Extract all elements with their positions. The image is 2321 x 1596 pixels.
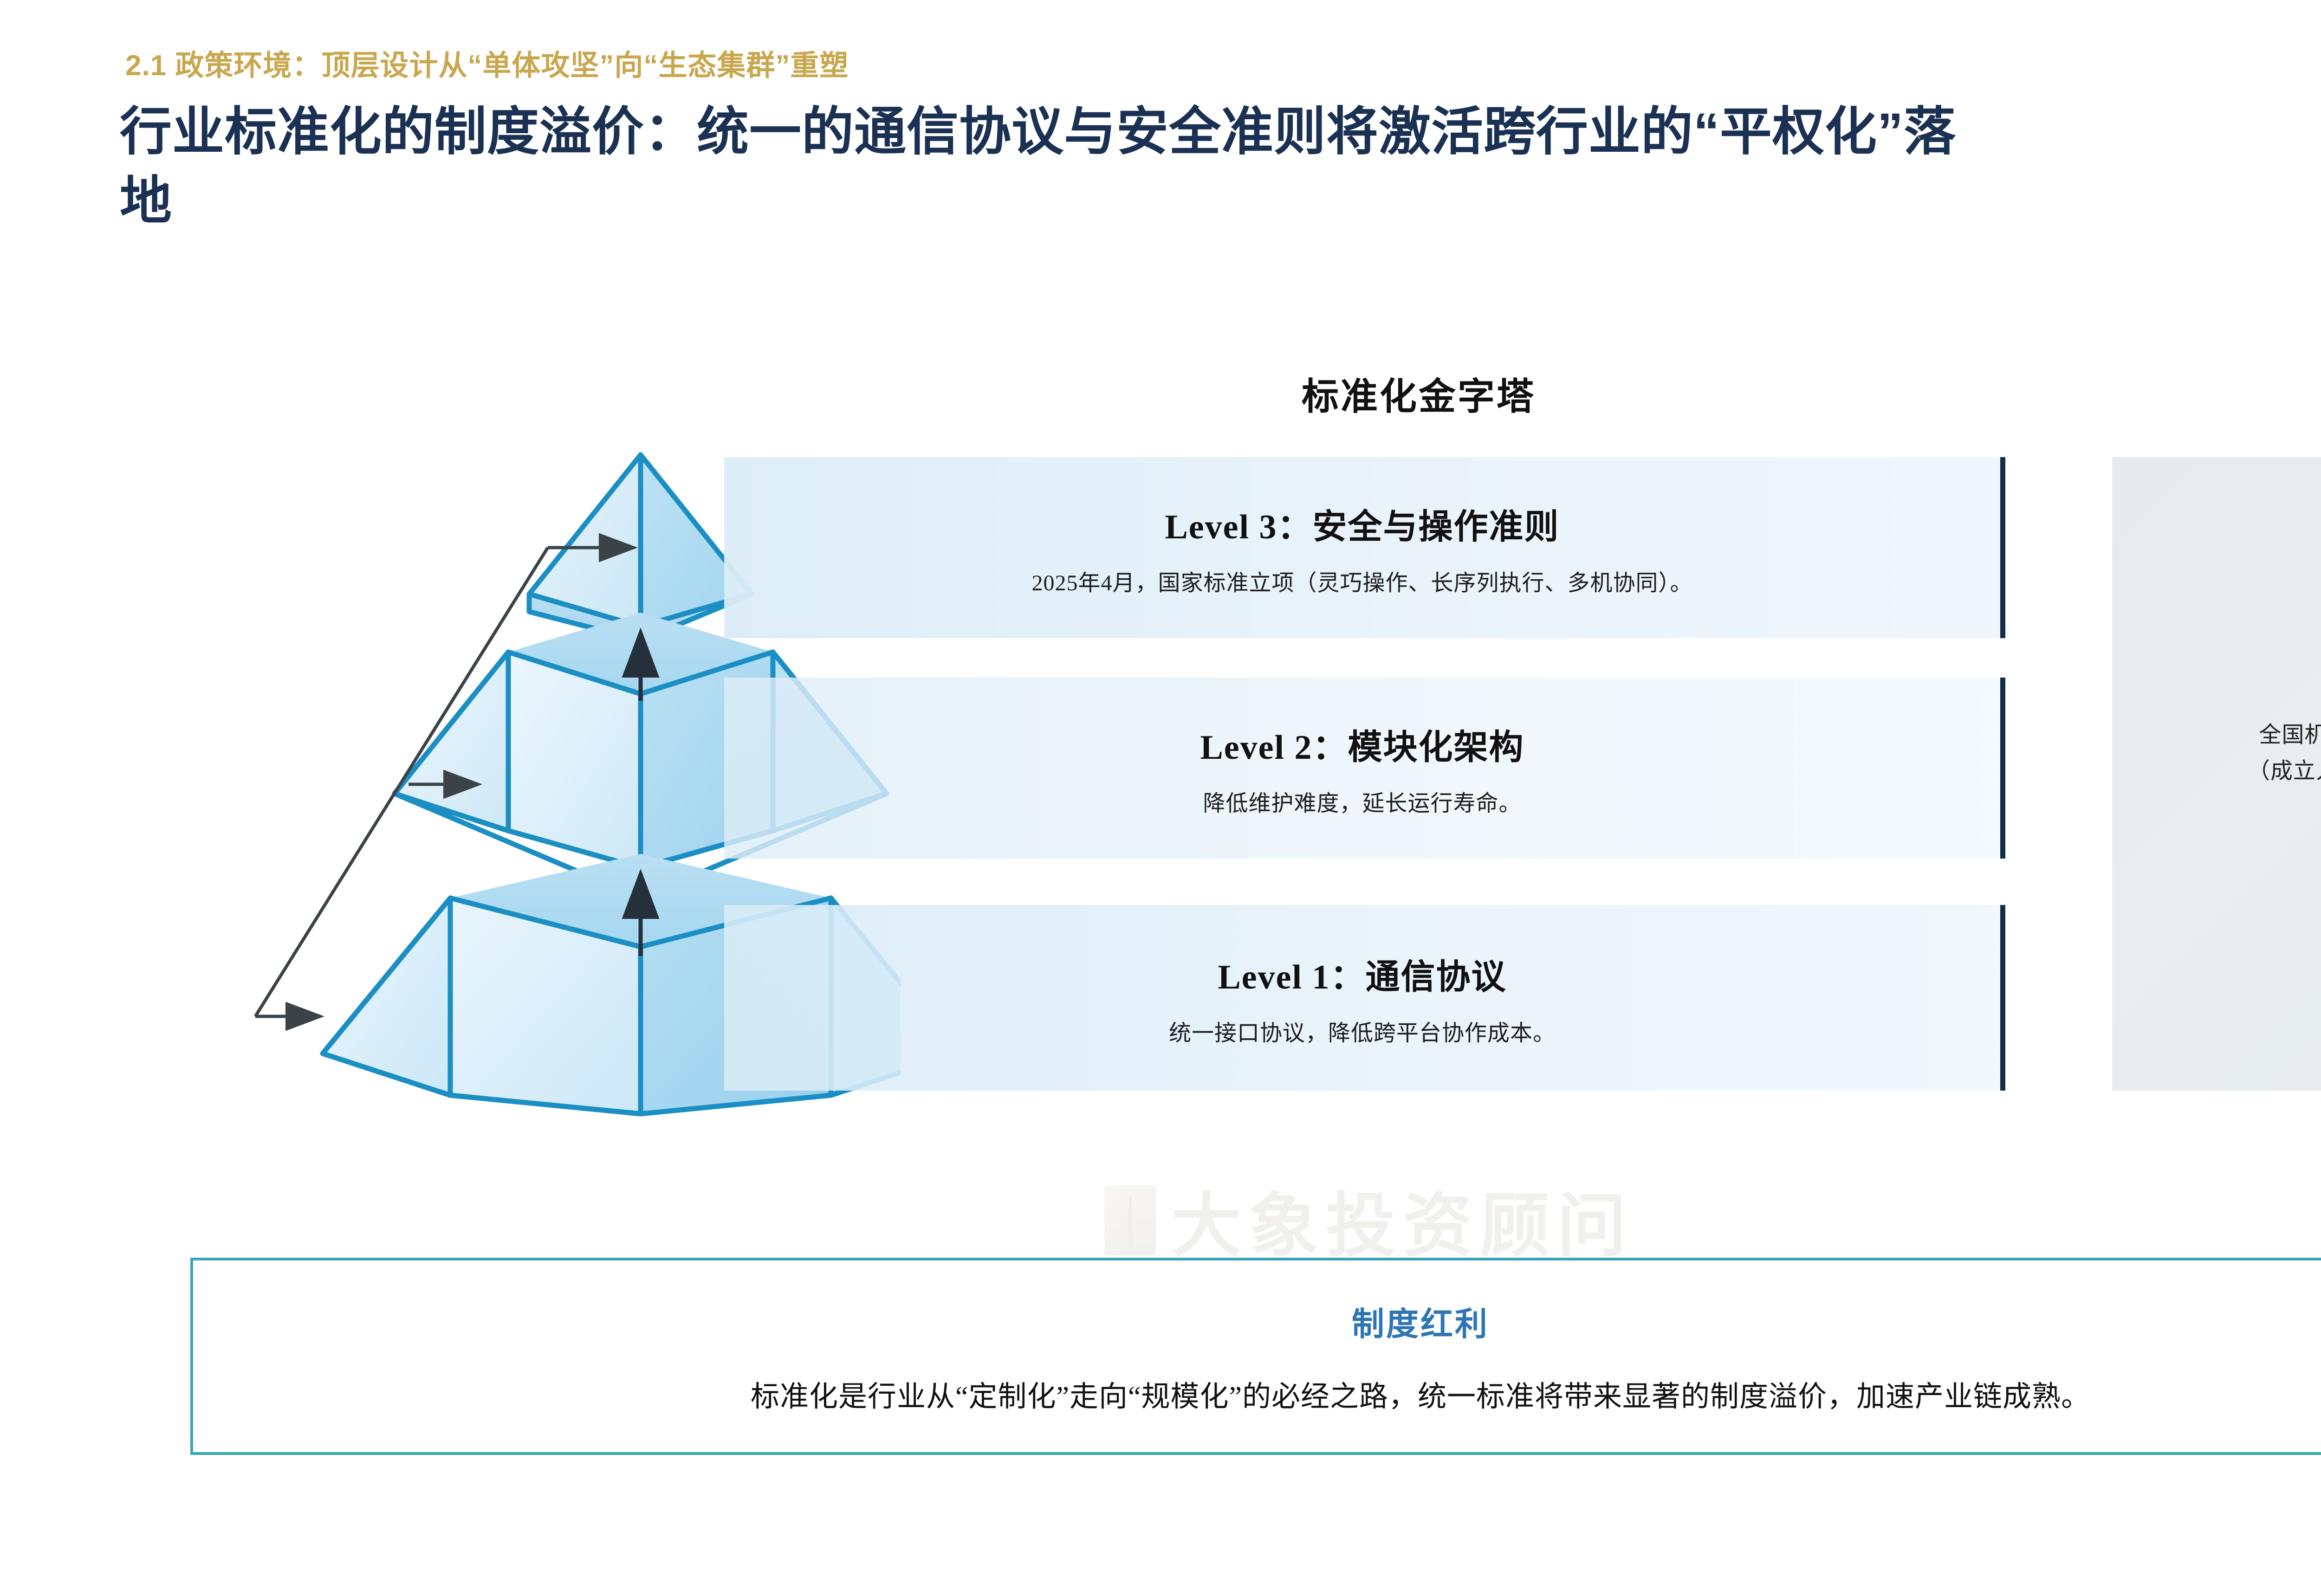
- level-2-title: Level 2：模块化架构: [1200, 728, 1524, 767]
- institutional-dividend-callout: 制度红利 标准化是行业从“定制化”走向“规模化”的必经之路，统一标准将带来显著的…: [190, 1258, 2321, 1455]
- governance-line-1: 全国机器人标准化技术委员会: [2259, 723, 2321, 747]
- pyramid-level-2-band: Level 2：模块化架构 降低维护难度，延长运行寿命。: [724, 678, 2005, 859]
- level-3-description: 2025年4月，国家标准立项（灵巧操作、长序列执行、多机协同）。: [1031, 570, 1693, 595]
- level-2-description: 降低维护难度，延长运行寿命。: [1203, 791, 1522, 816]
- governance-line-2: （成立人形机器人标准工作组）: [2247, 758, 2321, 783]
- level-1-description: 统一接口协议，降低跨平台协作成本。: [1168, 1021, 1556, 1046]
- governance-panel: 治理主体 全国机器人标准化技术委员会 （成立人形机器人标准工作组）: [2112, 457, 2321, 1091]
- governance-body: 全国机器人标准化技术委员会 （成立人形机器人标准工作组）: [2248, 717, 2321, 789]
- pyramid-chart-title: 标准化金字塔: [1302, 377, 1536, 418]
- level-1-title: Level 1：通信协议: [1218, 958, 1507, 996]
- watermark: 大象投资顾问: [1105, 1170, 1634, 1270]
- callout-title: 制度红利: [1352, 1307, 1489, 1343]
- standardization-pyramid-diagram: 大象投资顾问: [0, 446, 2321, 1265]
- pyramid-level-1-band: Level 1：通信协议 统一接口协议，降低跨平台协作成本。: [724, 905, 2005, 1091]
- section-kicker: 2.1 政策环境：顶层设计从“单体攻坚”向“生态集群”重塑: [125, 50, 849, 82]
- watermark-text: 大象投资顾问: [1172, 1188, 1634, 1265]
- watermark-elephant-icon: [1105, 1185, 1156, 1255]
- slide-header: 2.1 政策环境：顶层设计从“单体攻坚”向“生态集群”重塑 行业标准化的制度溢价…: [0, 0, 2321, 297]
- level-3-title: Level 3：安全与操作准则: [1165, 508, 1560, 546]
- callout-body: 标准化是行业从“定制化”走向“规模化”的必经之路，统一标准将带来显著的制度溢价，…: [750, 1381, 2091, 1413]
- pyramid-level-3-band: Level 3：安全与操作准则 2025年4月，国家标准立项（灵巧操作、长序列执…: [724, 457, 2005, 638]
- page-title: 行业标准化的制度溢价：统一的通信协议与安全准则将激活跨行业的“平权化”落地: [120, 103, 1956, 230]
